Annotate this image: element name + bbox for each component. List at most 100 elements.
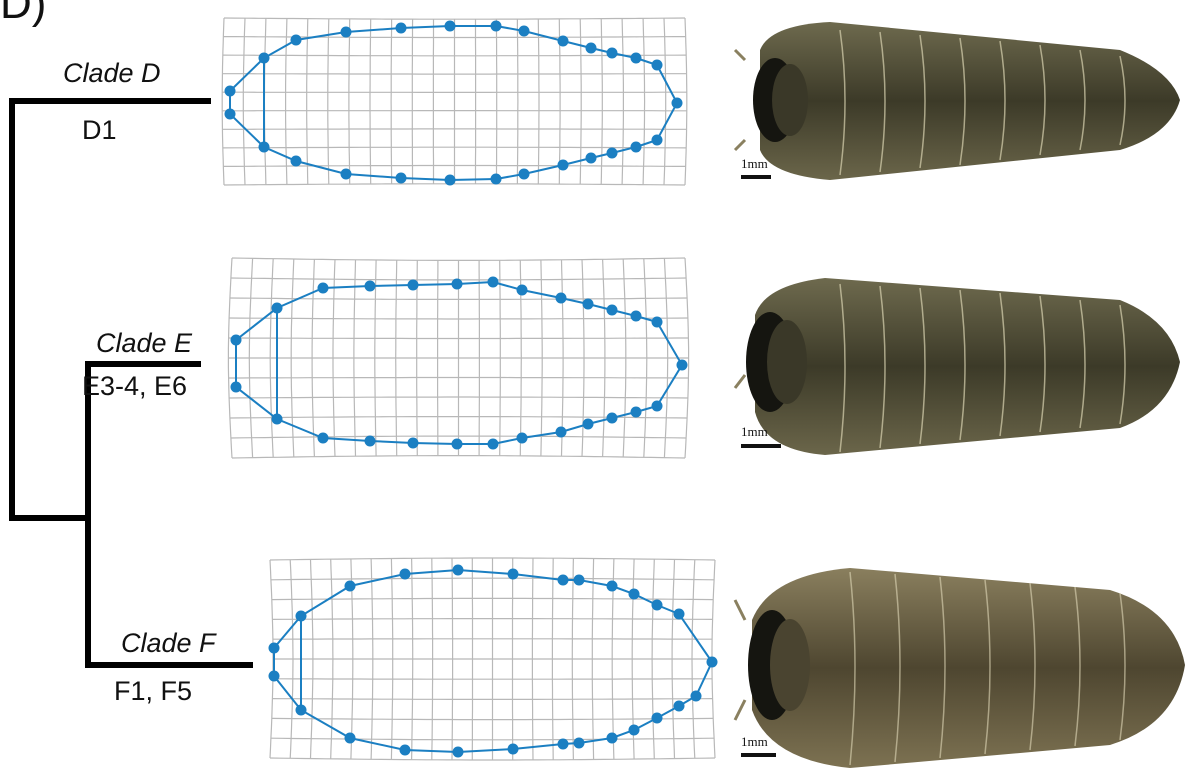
scale-bar-label-f: 1mm [741,734,768,749]
panel-label: D) [0,0,46,28]
landmark-point [400,569,411,580]
deformation-grid-clade-f [269,558,718,760]
grid-column [664,18,666,185]
landmark-point [408,280,419,291]
clade-f-name: Clade F [121,628,217,658]
landmark-point [453,565,464,576]
grid-row [229,378,689,379]
landmark-point [652,401,663,412]
landmark-point [607,413,618,424]
landmark-point [707,657,718,668]
grid-column [517,19,518,184]
landmark-point [269,643,280,654]
landmark-point [652,135,663,146]
landmark-point [269,671,280,682]
landmark-point [629,725,640,736]
landmark-point [652,713,663,724]
landmark-point [631,311,642,322]
landmark-point [674,609,685,620]
grid-column [307,19,308,185]
grid-row [232,258,685,260]
landmark-point [318,283,329,294]
landmark-point [488,277,499,288]
landmark-point [225,109,236,120]
landmark-point [629,589,640,600]
landmark-point [652,317,663,328]
clade-e-name: Clade E [96,328,193,358]
landmark-point [259,142,270,153]
landmark-point [607,48,618,59]
landmark-point [453,747,464,758]
landmark-point [488,439,499,450]
grid-column [349,19,350,184]
landmark-point [259,53,270,64]
specimen-photo-clade-d: 1mm [732,8,1188,198]
clade-d-members: D1 [82,115,117,145]
clade-d-name: Clade D [63,58,161,88]
landmark-point [677,360,688,371]
landmark-point [652,60,663,71]
landmark-point [674,701,685,712]
landmark-point [272,414,283,425]
landmark-point [556,293,567,304]
scale-bar-label-e: 1mm [741,424,768,439]
landmark-point [365,281,376,292]
grid-column [643,18,645,184]
landmark-point [607,733,618,744]
landmark-point [691,691,702,702]
landmark-point [408,438,419,449]
landmark-point [631,407,642,418]
deformation-grid-clade-e [228,258,688,458]
specimen-photo-clade-f: 1mm [732,566,1188,771]
landmark-point [318,433,329,444]
specimen-photo-clade-e: 1mm [732,262,1188,462]
landmark-point [586,153,597,164]
scale-bar-label-d: 1mm [741,156,768,171]
landmark-point [574,738,585,749]
grid-column [243,18,245,185]
landmark-point [396,173,407,184]
landmark-point [519,26,530,37]
grid-column [601,19,602,185]
landmark-point [272,303,283,314]
landmark-point [652,600,663,611]
grid-column [538,19,539,184]
landmark-point [558,160,569,171]
landmark-point [445,21,456,32]
landmark-point [345,581,356,592]
landmark-point [586,43,597,54]
landmark-point [517,433,528,444]
landmark-point [558,739,569,750]
grid-row [224,18,685,19]
clade-f-members: F1, F5 [114,676,192,706]
landmark-point [491,174,502,185]
landmark-point [396,23,407,34]
grid-column [391,19,392,184]
landmark-point [445,175,456,186]
grid-column [580,19,581,184]
grid-column [622,19,623,185]
landmark-point [631,53,642,64]
landmark-point [452,439,463,450]
grid-column [328,19,329,184]
landmark-point [517,285,528,296]
landmark-point [508,569,519,580]
landmark-point [556,427,567,438]
landmark-point [365,436,376,447]
landmark-point [583,419,594,430]
deformation-grid-clade-d [222,18,687,186]
grid-column [286,19,287,185]
landmark-point [558,575,569,586]
grid-column [370,19,371,184]
landmark-point [607,581,618,592]
landmark-point [607,305,618,316]
landmark-point [231,335,242,346]
grid-row [229,338,689,339]
landmark-point [574,575,585,586]
landmark-point [291,35,302,46]
landmark-point [583,299,594,310]
clade-e-members: E3-4, E6 [82,371,187,401]
grid-row [224,184,685,185]
landmark-point [341,27,352,38]
